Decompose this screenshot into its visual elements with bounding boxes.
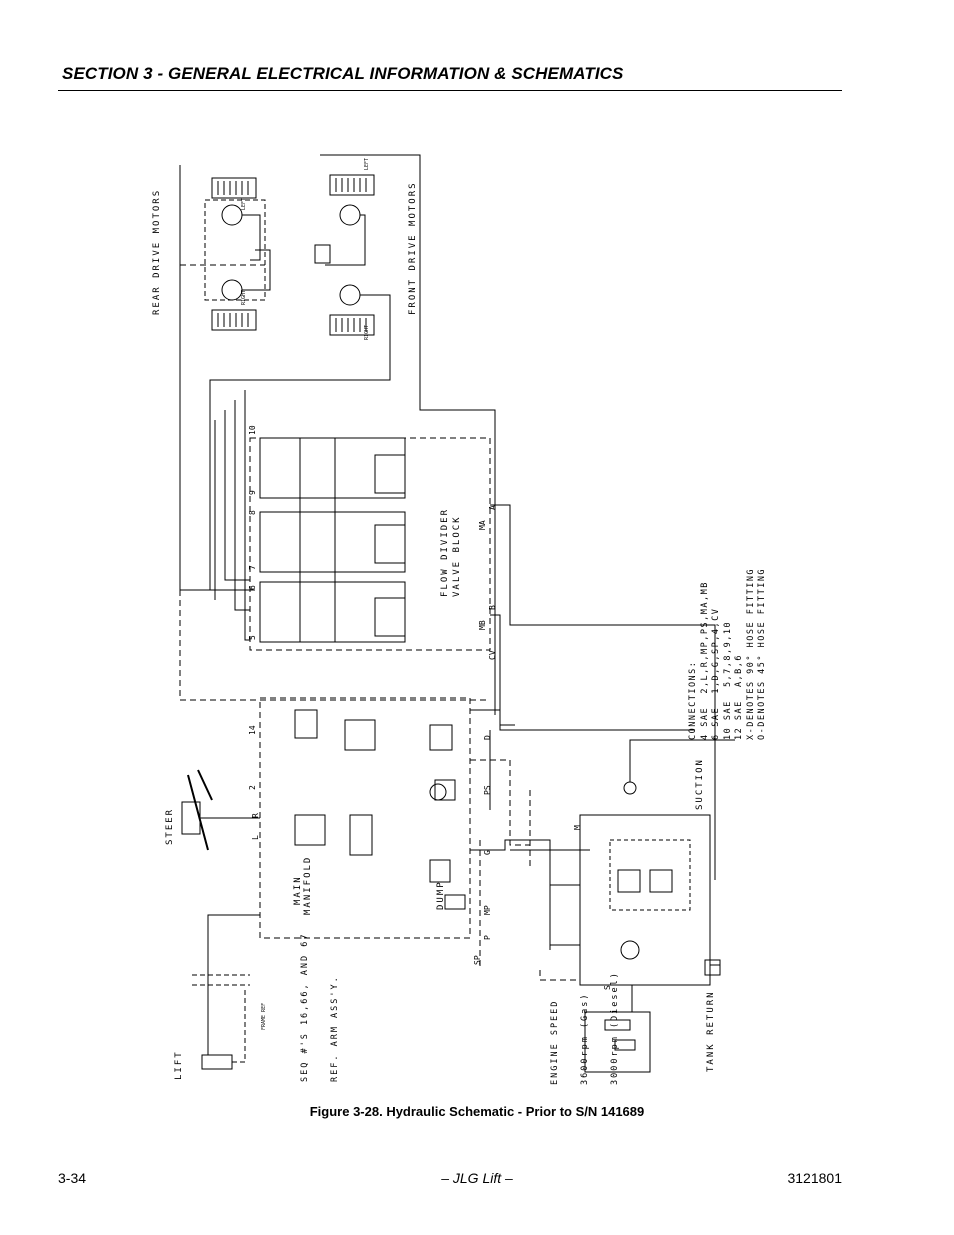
engine-speed-line: 3000rpm (Diesel) bbox=[610, 971, 620, 1085]
valve-block-label: VALVE BLOCK bbox=[452, 515, 462, 597]
port-label: 2 bbox=[248, 785, 257, 790]
component-label: RIGHT bbox=[241, 290, 247, 305]
port-label: D bbox=[483, 735, 492, 740]
lift-label: LIFT bbox=[174, 1050, 184, 1080]
port-label: 5 bbox=[248, 635, 257, 640]
port-label: 10 bbox=[248, 425, 257, 435]
seq-note: SEQ #'S 16,66, AND 67 REF. ARM ASS'Y. bbox=[280, 933, 360, 1082]
manifold-label: MANIFOLD bbox=[303, 855, 313, 915]
component-label: LEFT bbox=[364, 158, 370, 170]
port-label: 9 bbox=[248, 490, 257, 495]
main-label: MAIN bbox=[293, 875, 303, 905]
port-label: 14 bbox=[248, 725, 257, 735]
port-label: G bbox=[483, 850, 492, 855]
port-label: R bbox=[251, 813, 260, 818]
port-label: P bbox=[483, 935, 492, 940]
seq-note-line: REF. ARM ASS'Y. bbox=[330, 975, 340, 1082]
port-label: A bbox=[488, 505, 497, 510]
engine-speed-line: ENGINE SPEED bbox=[550, 999, 560, 1085]
flow-divider-label: FLOW DIVIDER bbox=[440, 507, 450, 597]
document-number: 3121801 bbox=[787, 1170, 842, 1186]
figure-caption: Figure 3-28. Hydraulic Schematic - Prior… bbox=[309, 1104, 645, 1119]
port-label: S bbox=[603, 985, 612, 990]
connections-line: CONNECTIONS: bbox=[688, 660, 698, 740]
rear-drive-motors-label: REAR DRIVE MOTORS bbox=[152, 188, 162, 315]
steer-label: STEER bbox=[165, 807, 175, 845]
page-number: 3-34 bbox=[58, 1170, 87, 1186]
footer-center-text: – JLG Lift – bbox=[441, 1170, 513, 1186]
suction-label: SUCTION bbox=[695, 758, 705, 810]
port-label: CV bbox=[488, 650, 497, 660]
header-rule bbox=[58, 90, 842, 91]
port-label: 8 bbox=[248, 510, 257, 515]
dump-label: DUMP bbox=[436, 880, 446, 910]
port-label: M bbox=[573, 825, 582, 830]
connections-line: 10 SAE 5,7,8,9,10 bbox=[722, 620, 733, 740]
connections-line: X-DENOTES 90° HOSE FITTING bbox=[745, 567, 756, 740]
section-title: SECTION 3 - GENERAL ELECTRICAL INFORMATI… bbox=[62, 64, 624, 83]
connections-line: 12 SAE A,B,6 bbox=[734, 653, 744, 740]
port-label: MA bbox=[478, 520, 487, 530]
seq-note-line: SEQ #'S 16,66, AND 67 bbox=[300, 932, 310, 1082]
engine-speed-note: ENGINE SPEED 3600rpm (Gas) 3000rpm (Dies… bbox=[530, 971, 640, 1085]
port-label: PS bbox=[483, 785, 492, 795]
port-label: 6 bbox=[248, 585, 257, 590]
port-label: MB bbox=[478, 620, 487, 630]
connections-notes: CONNECTIONS: 4 SAE 2,L,R,MP,PS,MA,MB 6 S… bbox=[688, 568, 769, 740]
front-drive-motors-label: FRONT DRIVE MOTORS bbox=[408, 181, 418, 315]
component-label: FRAME REF bbox=[261, 1003, 267, 1030]
port-label: 7 bbox=[248, 565, 257, 570]
engine-speed-line: 3600rpm (Gas) bbox=[580, 992, 590, 1085]
tank-return-label: TANK RETURN bbox=[706, 990, 716, 1072]
connections-line: 4 SAE 2,L,R,MP,PS,MA,MB bbox=[699, 581, 710, 740]
port-label: B bbox=[488, 605, 497, 610]
port-label: SP bbox=[473, 955, 482, 965]
connections-line: 6 SAE 1,D,G,SP,4,CV bbox=[711, 607, 721, 740]
component-label: LEFT bbox=[241, 198, 247, 210]
port-label: MP bbox=[483, 905, 492, 915]
port-label: L bbox=[251, 835, 260, 840]
connections-line: O-DENOTES 45° HOSE FITTING bbox=[757, 567, 767, 740]
component-label: RIGHT bbox=[364, 325, 370, 340]
